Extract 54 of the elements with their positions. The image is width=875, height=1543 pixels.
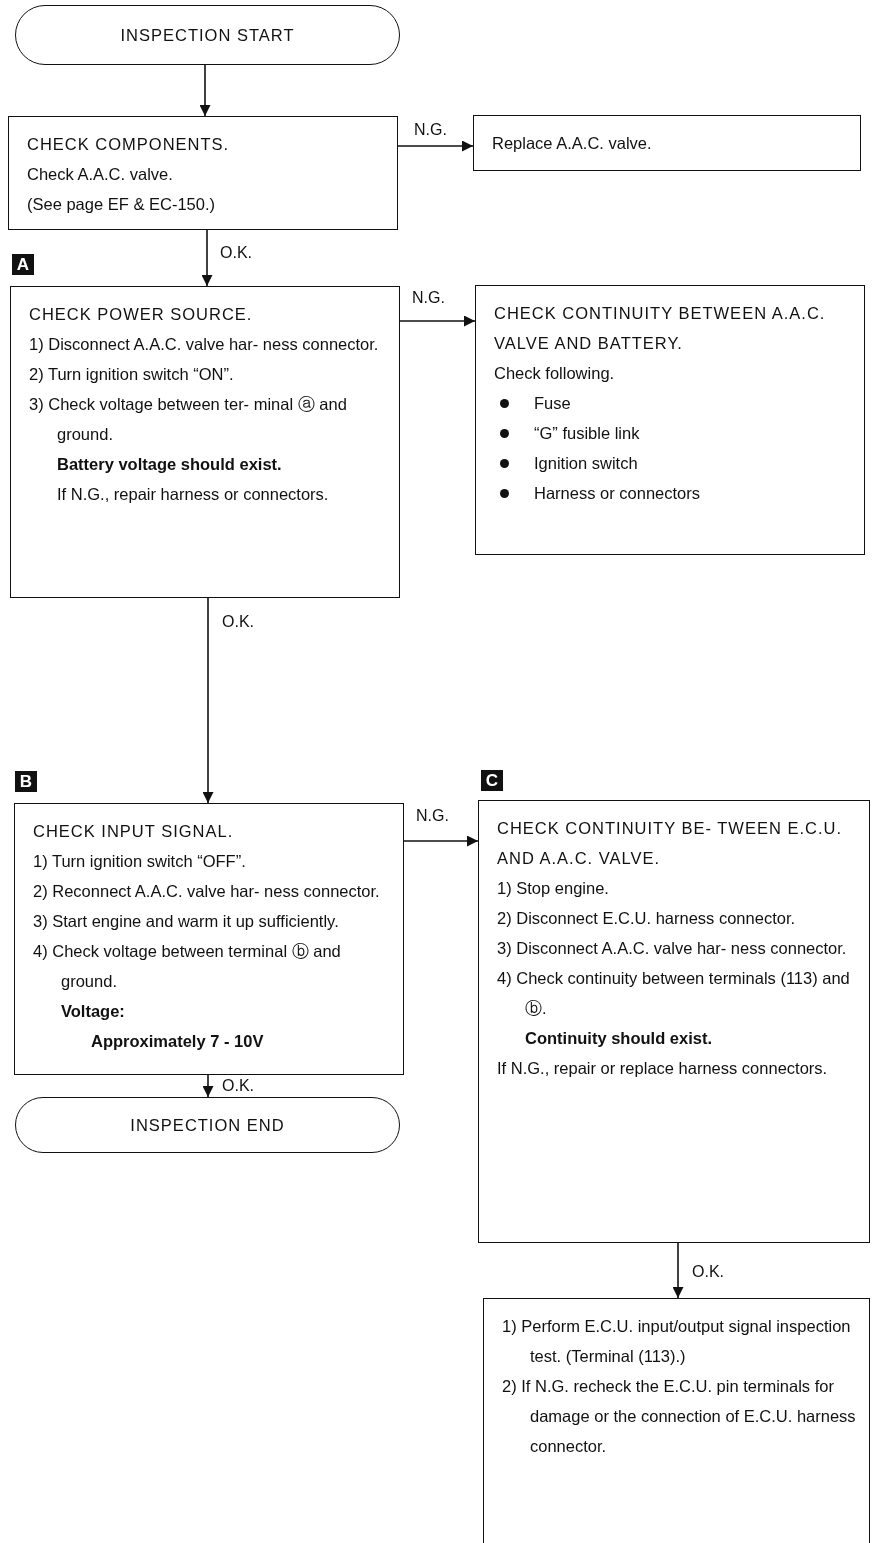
arrow <box>202 597 214 804</box>
bullet-item: Fuse <box>494 388 852 418</box>
text: Battery voltage should exist. <box>56 454 283 475</box>
arrow <box>672 1242 684 1299</box>
heading: CHECK CONTINUITY BE- TWEEN E.C.U. AND A.A.C. VALVE. <box>497 818 843 869</box>
process-box <box>14 803 404 1075</box>
heading: CHECK CONTINUITY BETWEEN A.A.C. VALVE AND BATTERY. <box>494 303 827 354</box>
process-box <box>478 800 870 1243</box>
text: Check A.A.C. valve. <box>27 164 174 185</box>
text: Voltage: <box>60 1001 126 1022</box>
text: 1) Perform E.C.U. input/output signal inspection test. (Terminal (113).) <box>502 1316 852 1367</box>
section-marker: C <box>481 770 503 791</box>
arrow <box>202 1074 214 1098</box>
section-marker: A <box>12 254 34 275</box>
text: 4) Check voltage between terminal ⓑ and ground. <box>33 941 342 992</box>
text: INSPECTION START <box>120 25 295 46</box>
text: 1) Turn ignition switch “OFF”. <box>33 851 247 872</box>
text: 1) Stop engine. <box>497 878 610 899</box>
text: 2) Reconnect A.A.C. valve har- ness connector. <box>33 881 381 902</box>
bullet-item: Harness or connectors <box>494 478 852 508</box>
section-marker: B <box>15 771 37 792</box>
terminal-shape <box>15 1097 400 1153</box>
text: 2) If N.G. recheck the E.C.U. pin terminals for damage or the connection of E.C.U. harness connector. <box>502 1376 857 1457</box>
text: 1) Disconnect A.A.C. valve har- ness connector. <box>29 334 380 355</box>
arrow <box>399 315 476 327</box>
arrow <box>397 140 474 152</box>
text: 2) Turn ignition switch “ON”. <box>29 364 235 385</box>
text: 3) Disconnect A.A.C. valve har- ness connector. <box>497 938 848 959</box>
terminal-shape <box>15 5 400 65</box>
text: Continuity should exist. <box>524 1028 713 1049</box>
text: INSPECTION END <box>130 1115 285 1136</box>
process-box <box>8 116 398 230</box>
text: 3) Check voltage between ter- minal ⓐ and ground. <box>29 394 348 445</box>
text: Replace A.A.C. valve. <box>492 133 653 154</box>
bullet-item: Ignition switch <box>494 448 852 478</box>
process-box <box>475 285 865 555</box>
text: Check following. <box>494 363 616 384</box>
text: (See page EF & EC-150.) <box>27 194 216 215</box>
text: If N.G., repair or replace harness connectors. <box>497 1058 829 1079</box>
heading: CHECK COMPONENTS. <box>27 134 231 155</box>
text: Approximately 7 - 10V <box>90 1031 265 1052</box>
bullet-item: “G” fusible link <box>494 418 852 448</box>
process-box <box>483 1298 870 1543</box>
text: 3) Start engine and warm it up sufficiently. <box>33 911 340 932</box>
arrow <box>199 64 211 117</box>
arrow <box>403 835 479 847</box>
text: If N.G., repair harness or connectors. <box>56 484 330 505</box>
text: 4) Check continuity between terminals (113) and ⓑ. <box>497 968 851 1019</box>
process-box <box>473 115 861 171</box>
text: 2) Disconnect E.C.U. harness connector. <box>497 908 797 929</box>
heading: CHECK INPUT SIGNAL. <box>33 821 235 842</box>
process-box <box>10 286 400 598</box>
arrow <box>201 229 213 287</box>
heading: CHECK POWER SOURCE. <box>29 304 254 325</box>
